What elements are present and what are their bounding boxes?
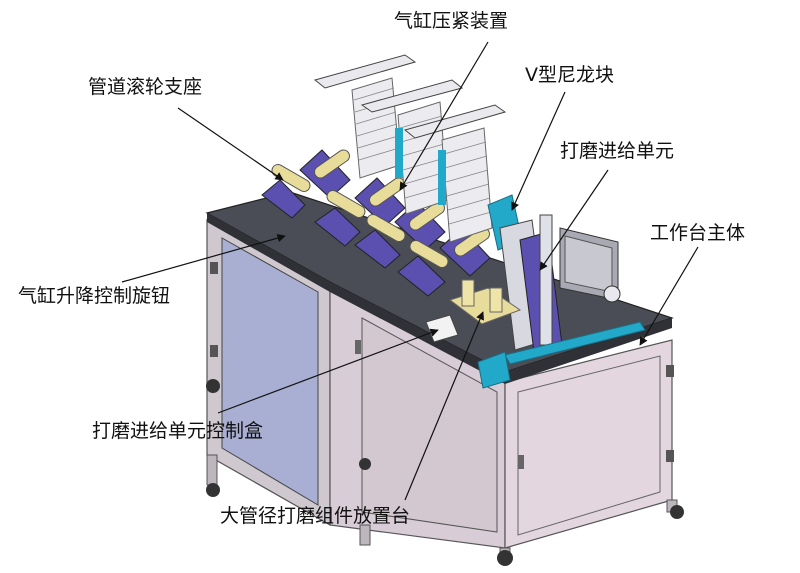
leader-component-stand — [404, 311, 484, 501]
leader-lift-knob — [121, 234, 286, 283]
roller-stand-2 — [314, 177, 406, 247]
leader-v-nylon-block — [511, 91, 566, 211]
leader-cylinder-clamp — [399, 41, 489, 191]
feed-rail — [504, 321, 646, 365]
caster-left — [206, 379, 220, 393]
leg-mid — [359, 524, 371, 546]
caster-right — [670, 505, 684, 519]
label-grinding-feed-unit: 打磨进给单元 — [560, 140, 675, 162]
leader-lines — [121, 41, 699, 501]
roller-stand-1 — [261, 149, 351, 219]
label-cylinder-clamp: 气缸压紧装置 — [394, 10, 509, 32]
label-v-nylon-block: V型尼龙块 — [525, 64, 614, 86]
label-feed-control-box: 打磨进给单元控制盒 — [92, 420, 264, 442]
clamp-tower-3 — [403, 104, 507, 243]
component-placement-stand — [448, 279, 522, 325]
leader-workbench-body — [639, 246, 699, 346]
label-lift-knob: 气缸升降控制旋钮 — [18, 285, 171, 307]
grinding-feed-unit — [477, 214, 646, 389]
left-door — [221, 237, 319, 506]
label-roller-support: 管道滚轮支座 — [88, 76, 203, 98]
caster-front — [497, 550, 513, 566]
leg-left — [206, 454, 218, 486]
pipe-roller-supports — [261, 149, 491, 297]
roller-stand-4 — [397, 227, 491, 297]
leader-roller-support — [177, 107, 284, 181]
label-component-stand: 大管径打磨组件放置台 — [220, 505, 411, 527]
label-workbench-body: 工作台主体 — [650, 222, 746, 244]
leader-feed-control-box — [217, 328, 439, 414]
leader-grinding-feed-unit — [539, 169, 609, 271]
